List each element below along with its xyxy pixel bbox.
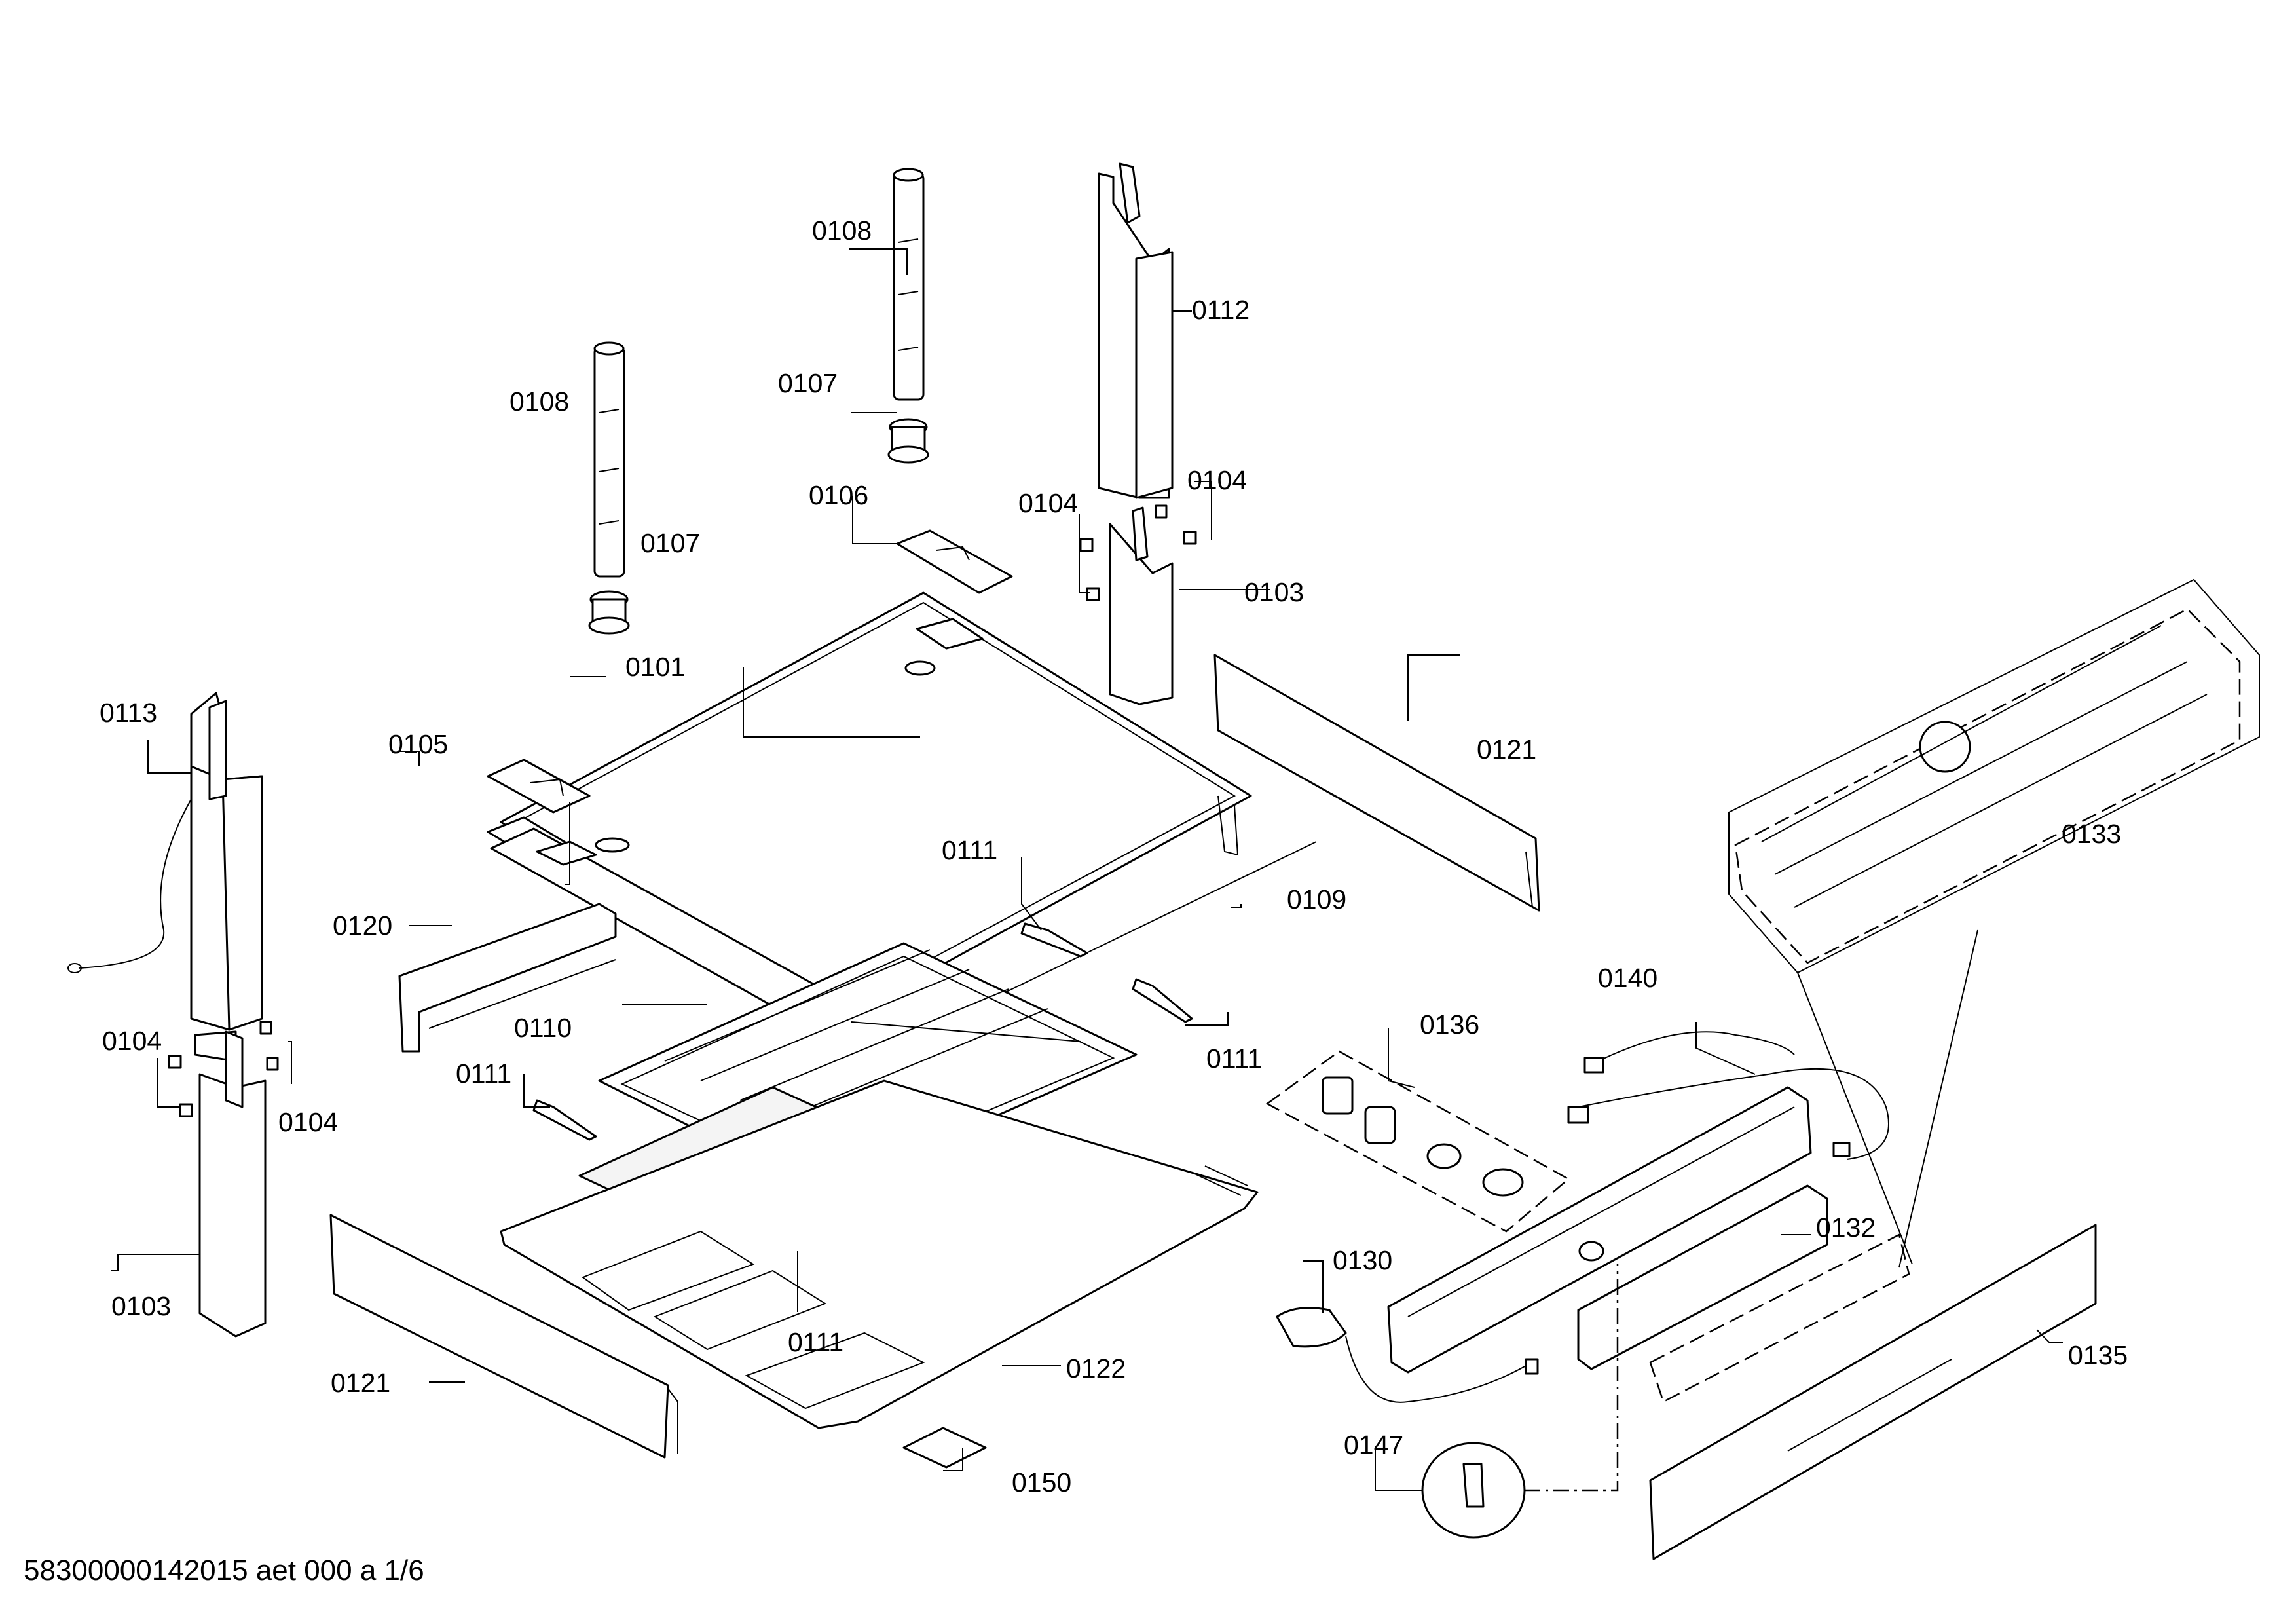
callout-0111-bottom: 0111 [788,1327,843,1357]
callout-0110: 0110 [514,1013,572,1043]
base-plate-0122-part [500,1079,1259,1429]
callout-0106: 0106 [809,480,868,510]
callout-0105: 0105 [388,729,448,759]
callout-0120: 0120 [333,910,392,941]
callout-0104-right-b: 0104 [1018,488,1078,518]
callout-0150: 0150 [1012,1467,1071,1497]
callout-0103-right: 0103 [1244,577,1304,607]
plate-0105-part [487,759,591,814]
callout-0109: 0109 [1287,884,1346,914]
callout-0135: 0135 [2068,1340,2128,1370]
callout-0112: 0112 [1192,295,1250,325]
callout-0130: 0130 [1333,1245,1392,1275]
callout-0121-bottom: 0121 [331,1368,390,1398]
callout-0108-mid: 0108 [812,216,872,246]
bracket-0120-part [398,903,617,1053]
callout-0104-left-a: 0104 [102,1026,162,1056]
callout-0113: 0113 [100,698,157,728]
callout-0111-right: 0111 [1206,1043,1262,1074]
leader-lines [111,248,2063,1491]
control-board-0132-part [1387,1086,1828,1374]
left-side-column-part [67,692,279,1338]
callout-0104-right-a: 0104 [1187,465,1247,495]
callout-0122: 0122 [1066,1353,1126,1383]
callout-0132: 0132 [1816,1212,1876,1243]
left-rod-part [588,341,630,635]
callout-0136: 0136 [1420,1009,1479,1040]
document-footer-code: 58300000142015 aet 000 a 1/6 [24,1554,424,1586]
panel-0121-bottom-part [329,1214,678,1459]
middle-rod-part [887,168,929,464]
control-cluster-0136-part [1265,1050,1570,1233]
callout-0108-left: 0108 [509,386,569,417]
callout-0104-left-b: 0104 [278,1107,338,1137]
callout-0140: 0140 [1598,963,1657,993]
label-0150-part [902,1427,987,1469]
callout-0103-left: 0103 [111,1291,171,1321]
callout-0133: 0133 [2062,819,2121,849]
callout-labels: 0108 0107 0112 0104 0104 0106 0108 0107 … [24,216,2128,1586]
sensor-0130-part [1276,1307,1539,1403]
callout-0107-mid: 0107 [778,368,838,398]
detail-box-0133-part [1649,578,2260,1403]
callout-0121-right: 0121 [1477,734,1536,764]
wiring-0140-part [1567,1031,1889,1160]
front-panel-0135-part [1649,1224,2097,1560]
callout-0101: 0101 [625,652,685,682]
callout-0111-top: 0111 [942,835,997,865]
plate-0106-part [896,529,1013,594]
panel-0121-right-part [1213,654,1540,912]
right-column-part [1079,162,1197,705]
callout-0147: 0147 [1344,1430,1403,1460]
callout-0107-left: 0107 [640,528,700,558]
callout-0111-left: 0111 [456,1059,511,1089]
